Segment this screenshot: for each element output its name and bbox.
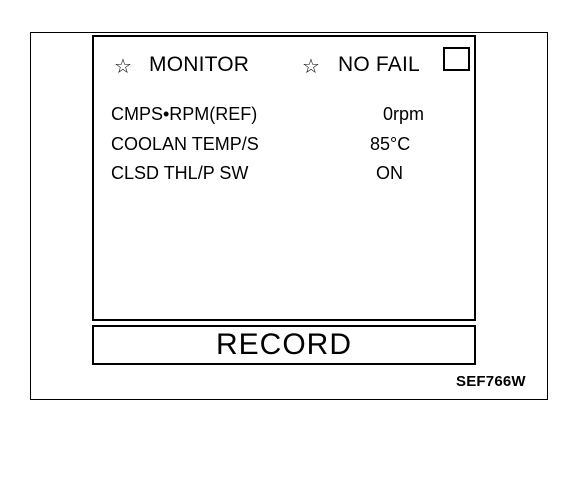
status-indicator-box xyxy=(443,47,470,71)
status-text: NO FAIL xyxy=(338,53,420,76)
row-label-clsd-thl-sw: CLSD THL/P SW xyxy=(111,163,249,183)
figure-code: SEF766W xyxy=(456,373,526,390)
row-label-cmps-rpm: CMPS•RPM(REF) xyxy=(111,104,258,124)
monitor-title: MONITOR xyxy=(149,53,250,76)
figure-frame xyxy=(30,32,548,400)
row-value-clsd-thl-sw: ON xyxy=(376,163,403,183)
row-value-coolant-temp: 85°C xyxy=(370,134,411,154)
record-button[interactable]: RECORD xyxy=(92,325,476,365)
row-value-cmps-rpm: 0rpm xyxy=(383,104,425,124)
star-outline-icon: ☆ xyxy=(302,56,320,78)
row-label-coolant-temp: COOLAN TEMP/S xyxy=(111,134,259,154)
star-outline-icon: ☆ xyxy=(114,56,132,78)
monitor-screen: ☆ MONITOR ☆ NO FAIL CMPS•RPM(REF) 0rpm C… xyxy=(92,35,476,321)
